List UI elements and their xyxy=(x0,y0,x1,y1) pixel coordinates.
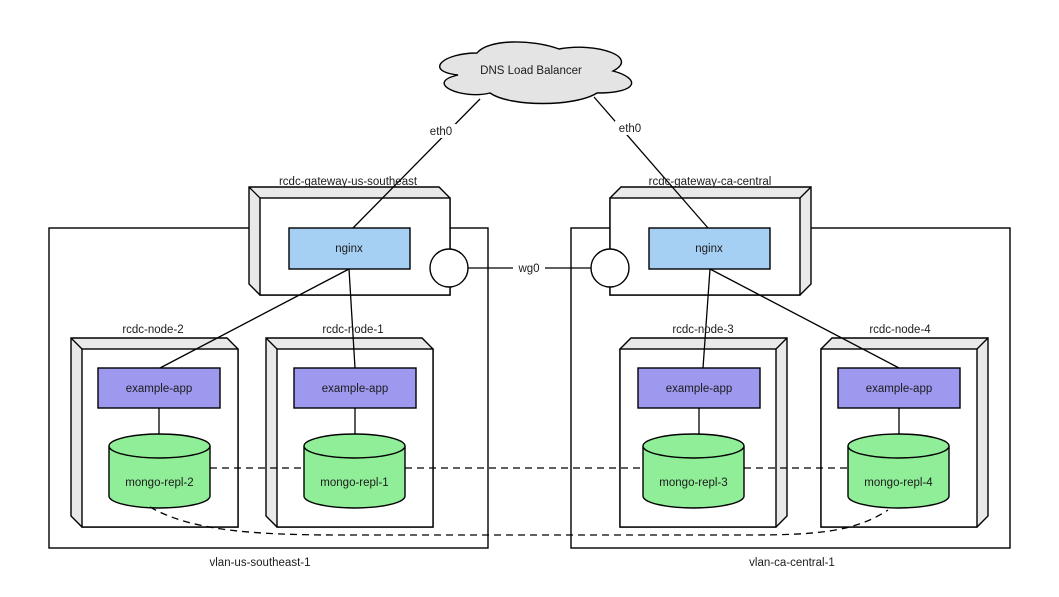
nginx-us-label: nginx xyxy=(335,243,363,255)
node-3-label: rcdc-node-3 xyxy=(672,324,733,336)
node-4-bevel-edge xyxy=(976,337,989,350)
cloud-label: DNS Load Balancer xyxy=(480,65,582,77)
mongo-repl-4-label: mongo-repl-4 xyxy=(864,477,933,489)
gateway-us-label: rcdc-gateway-us-southeast xyxy=(279,176,418,188)
example-app-box-node-4 xyxy=(837,367,961,409)
eth0-right-halo xyxy=(615,121,645,135)
replication-link-db2-db4 xyxy=(149,506,889,536)
gateway-ca-label: rcdc-gateway-ca-central xyxy=(649,176,772,188)
example-app-node-1-label: example-app xyxy=(322,383,388,395)
edge-cloud-to-gateway-ca xyxy=(593,96,709,229)
vlan-us-southeast-label: vlan-us-southeast-1 xyxy=(210,557,311,569)
edge-nginx-us-to-node-1 xyxy=(348,268,356,369)
node-2-bevel-edge xyxy=(70,337,83,350)
nginx-ca-label: nginx xyxy=(695,243,723,255)
gateway-us-bevel-edge xyxy=(248,186,261,199)
wg0-port-us-circle xyxy=(429,248,469,288)
wg0-label: wg0 xyxy=(517,263,539,275)
dns-load-balancer-cloud xyxy=(439,41,633,105)
node-1-bevel-edge xyxy=(265,337,278,350)
db-2-top xyxy=(108,433,211,459)
wg0-port-ca-circle xyxy=(590,248,630,288)
edge-nginx-ca-to-node-3 xyxy=(702,268,711,369)
node-4-label: rcdc-node-4 xyxy=(869,324,931,336)
db-3-body xyxy=(642,446,745,509)
db-1-top xyxy=(303,433,406,459)
mongo-cylinder-repl-4 xyxy=(847,433,950,509)
edge-cloud-to-gateway-us xyxy=(352,98,481,229)
mongo-cylinder-repl-1 xyxy=(303,433,406,509)
vlan-ca-central-label: vlan-ca-central-1 xyxy=(749,557,835,569)
mongo-repl-1-label: mongo-repl-1 xyxy=(320,477,388,489)
edge-nginx-ca-to-node-4 xyxy=(709,268,900,369)
edge-nginx-us-to-node-2 xyxy=(159,268,350,369)
mongo-cylinder-repl-3 xyxy=(642,433,745,509)
gateway-ca-bevel-edge xyxy=(799,186,812,199)
db-3-top xyxy=(642,433,745,459)
example-app-box-node-1 xyxy=(293,367,417,409)
example-app-node-2-label: example-app xyxy=(126,383,192,395)
eth0-right-label: eth0 xyxy=(619,123,641,135)
eth0-left-label: eth0 xyxy=(430,126,452,138)
db-4-top xyxy=(847,433,950,459)
nginx-box-us xyxy=(288,227,411,270)
db-1-body xyxy=(303,446,406,509)
mongo-repl-2-label: mongo-repl-2 xyxy=(125,477,193,489)
wg0-halo xyxy=(513,261,545,275)
node-1-label: rcdc-node-1 xyxy=(322,324,383,336)
db-4-body xyxy=(847,446,950,509)
example-app-node-4-label: example-app xyxy=(866,383,932,395)
mongo-cylinder-repl-2 xyxy=(108,433,211,509)
db-2-body xyxy=(108,446,211,509)
example-app-box-node-3 xyxy=(637,367,761,409)
eth0-left-halo xyxy=(426,124,456,138)
nginx-box-ca xyxy=(648,227,771,270)
node-2-label: rcdc-node-2 xyxy=(122,324,183,336)
node-3-bevel-edge xyxy=(775,337,788,350)
example-app-box-node-2 xyxy=(97,367,221,409)
example-app-node-3-label: example-app xyxy=(666,383,732,395)
mongo-repl-3-label: mongo-repl-3 xyxy=(659,477,727,489)
